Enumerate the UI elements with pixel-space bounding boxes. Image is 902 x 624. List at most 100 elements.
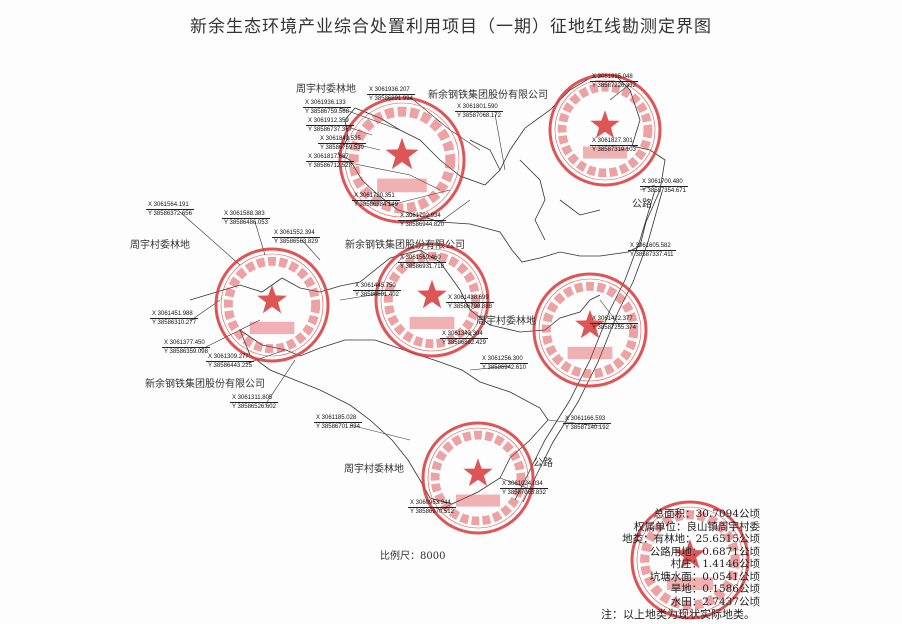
coordinate-x: X 3061451.988 <box>150 310 198 319</box>
scale-label: 比例尺：8000 <box>380 551 446 562</box>
coordinate-y: Y 38586737.367 <box>308 127 352 133</box>
adjacent-label-forest: 周宇村委林地 <box>130 240 190 251</box>
coordinate-x: X 3061848.535 <box>318 135 366 144</box>
boundary-lower-west <box>189 249 601 333</box>
seal-lettering-band <box>348 106 456 214</box>
boundary-red-line <box>337 74 666 263</box>
coordinate-x: X 3061720.351 <box>352 192 400 201</box>
coordinate-x: X 3061309.277 <box>206 353 254 362</box>
coordinate-x: X 3061311.805 <box>230 394 278 403</box>
coordinate-y: Y 38587140.192 <box>565 425 609 431</box>
official-seal <box>338 96 466 224</box>
coordinate-y: Y 38586862.429 <box>442 340 486 346</box>
adjacent-label-forest: 周宇村委林地 <box>296 84 356 95</box>
adjacent-label-forest: 周宇村委林地 <box>476 316 536 327</box>
coordinate-y: Y 38587337.411 <box>630 252 674 258</box>
seal-star-icon <box>463 458 493 487</box>
coordinate-y: Y 38586759.539 <box>320 145 364 151</box>
seal-outer-ring <box>548 73 662 187</box>
summary-road: 公路用地：0.6871公顷 <box>649 545 760 558</box>
seal-outer-ring <box>630 500 750 620</box>
road-line-2 <box>522 191 663 503</box>
official-seal <box>374 242 490 358</box>
coordinate-y: Y 38586443.225 <box>208 363 252 369</box>
parcel-inner <box>469 139 601 241</box>
adjacent-label-steel: 新余钢铁集团股份有限公司 <box>428 90 548 101</box>
seal-star-icon <box>385 137 419 170</box>
seal-outer-ring <box>338 96 466 224</box>
coordinate-y: Y 38586701.834 <box>316 424 360 430</box>
seal-lettering-band <box>640 510 740 610</box>
coordinate-y: Y 38586563.829 <box>274 239 318 245</box>
coordinate-x: X 3061995.048 <box>590 73 638 82</box>
seal-inner-ring <box>427 427 529 529</box>
seal-star-icon <box>257 284 287 314</box>
coordinate-y: Y 38587065.832 <box>502 490 546 496</box>
coordinate-y: Y 38586942.610 <box>482 365 526 371</box>
seal-center-band <box>666 577 714 591</box>
seal-center-band <box>583 146 627 159</box>
seal-outer-ring <box>374 242 490 358</box>
official-stamps <box>214 73 750 620</box>
coordinate-x: X 3061564.191 <box>146 201 194 210</box>
adjacent-label-forest: 周宇村委林地 <box>344 464 404 475</box>
road-label: 公路 <box>533 458 553 469</box>
summary-paddy: 水田：2.7437公顷 <box>670 595 760 608</box>
summary-owner: 权属单位：良山镇周宇村委 <box>634 520 760 533</box>
coordinate-x: X 3061827.301 <box>590 137 638 146</box>
coordinate-y: Y 38586970.512 <box>410 509 454 515</box>
coordinate-x: X 3061792.934 <box>398 212 446 221</box>
seal-center-band <box>409 316 455 330</box>
seal-center-band <box>377 178 427 193</box>
leader-lines <box>179 83 656 511</box>
coordinate-y: Y 38587068.172 <box>457 113 501 119</box>
official-seal <box>532 272 648 388</box>
coordinate-y: Y 38586486.053 <box>224 220 268 226</box>
map-title: 新余生态环境产业综合处置利用项目（一期）征地红线勘测定界图 <box>190 17 712 37</box>
coordinate-x: X 3061552.394 <box>272 229 320 238</box>
coordinate-y: Y 38587354.671 <box>642 188 686 194</box>
coordinate-y: Y 38586931.718 <box>400 264 444 270</box>
seal-inner-ring <box>538 278 642 382</box>
coordinate-y: Y 38586790.888 <box>448 304 492 310</box>
road-line <box>514 189 656 501</box>
coordinate-y: Y 38586601.402 <box>355 292 399 298</box>
coordinate-x: X 3061438.699 <box>446 294 494 303</box>
coordinate-x: X 3061936.207 <box>367 86 415 95</box>
summary-pond: 坑塘水面：0.0541公顷 <box>649 570 760 583</box>
summary-total-area: 总面积：30.7094公顷 <box>653 508 760 520</box>
coordinate-x: X 3061422.377 <box>590 315 638 324</box>
summary-village: 村庄：1.4146公顷 <box>670 558 760 570</box>
summary-forest: 地类：有林地：25.6515公顷 <box>622 533 760 545</box>
adjacent-label-steel: 新余钢铁集团股份有限公司 <box>345 240 465 251</box>
seal-center-band <box>249 321 295 335</box>
seal-inner-ring <box>380 248 484 352</box>
coordinate-y: Y 38587255.374 <box>592 325 636 331</box>
seal-lettering-band <box>383 251 481 349</box>
boundary-south <box>239 328 549 505</box>
seal-star-icon <box>590 110 620 139</box>
boundary-lines <box>189 74 666 505</box>
